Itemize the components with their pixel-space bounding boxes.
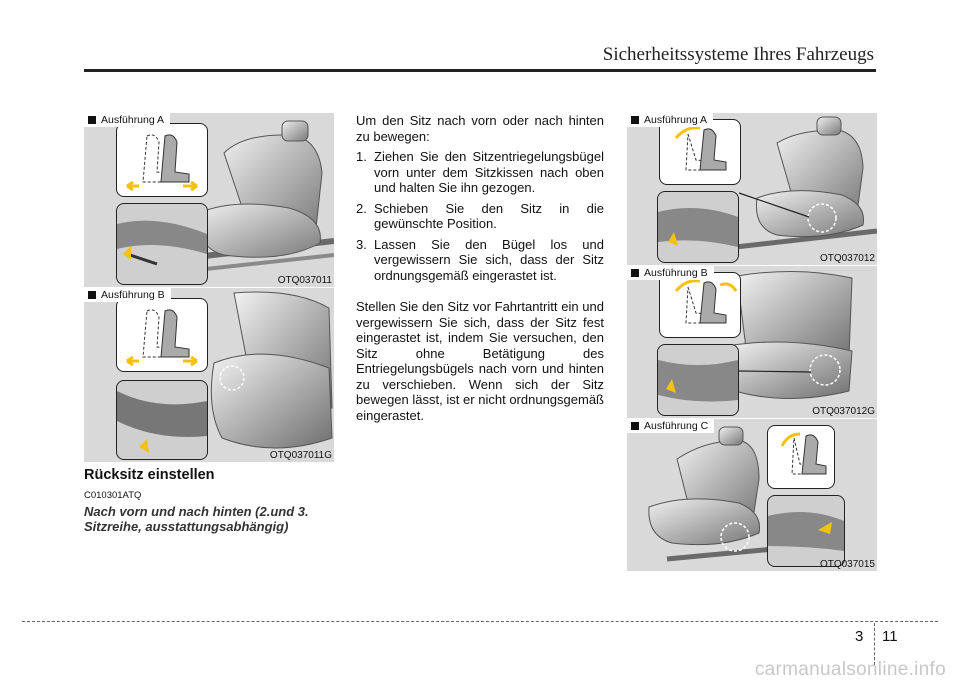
seat-diagram-icon — [674, 126, 727, 171]
figure-code: OTQ037015 — [819, 559, 875, 570]
release-lever-icon — [658, 360, 738, 402]
list-item: 1. Ziehen Sie den Sitzentriegelungsbügel … — [356, 149, 604, 196]
variant-label: Ausführung A — [627, 113, 714, 127]
figure-left-b: Ausführung B OTQ037011G — [84, 288, 334, 462]
list-item: 3. Lassen Sie den Bügel los und vergewiss… — [356, 237, 604, 284]
figure-code: OTQ037012G — [812, 406, 875, 417]
step-number: 1. — [356, 149, 367, 164]
page-separator — [874, 623, 875, 665]
section-code: C010301ATQ — [84, 490, 142, 501]
watermark: carmanualsonline.info — [754, 659, 946, 680]
figure-left-a: Ausführung A OTQ037011 — [84, 113, 334, 287]
section-title: Rücksitz einstellen — [84, 467, 215, 483]
figure-code: OTQ037011G — [269, 450, 332, 461]
seat-diagram-icon — [126, 134, 198, 192]
page-header-title: Sicherheitssysteme Ihres Fahrzeugs — [602, 44, 874, 65]
variant-label: Ausführung B — [84, 288, 171, 302]
instructions: Um den Sitz nach vorn oder nach hinten z… — [356, 113, 604, 423]
release-lever-icon — [117, 220, 207, 266]
release-lever-icon — [768, 512, 844, 551]
release-lever-icon — [117, 391, 207, 453]
figure-right-a: Ausführung A OTQ037012 — [627, 113, 877, 265]
intro-text: Um den Sitz nach vorn oder nach hinten z… — [356, 113, 604, 144]
figure-code: OTQ037011 — [277, 275, 332, 286]
seat-adjust-inset — [767, 425, 835, 489]
section-subtitle: Nach vorn und nach hinten (2.und 3. Sitz… — [84, 504, 309, 534]
step-number: 2. — [356, 200, 367, 216]
lever-detail-inset — [657, 344, 739, 416]
page-number: 11 — [882, 628, 898, 645]
step-number: 3. — [356, 236, 367, 252]
list-item: 2. Schieben Sie den Sitz in die gewünscht… — [356, 201, 604, 232]
step-text: Ziehen Sie den Sitzentriegelungsbügel vo… — [374, 149, 604, 195]
release-lever-icon — [658, 208, 738, 247]
seat-illustration — [726, 270, 853, 399]
variant-label: Ausführung C — [627, 419, 715, 433]
lever-detail-inset — [767, 495, 845, 567]
lever-detail-inset — [116, 380, 208, 460]
figure-right-b: Ausführung B OTQ037012G — [627, 266, 877, 418]
lever-detail-inset — [657, 191, 739, 263]
seat-illustration — [726, 116, 877, 251]
seat-adjust-inset — [116, 123, 208, 197]
lever-detail-inset — [116, 203, 208, 285]
seat-illustration — [210, 291, 333, 449]
seat-adjust-inset — [659, 119, 741, 185]
footer-rule — [22, 621, 938, 622]
steps-list: 1. Ziehen Sie den Sitzentriegelungsbügel … — [356, 149, 604, 283]
seat-illustration — [123, 120, 334, 280]
seat-adjust-inset — [659, 272, 741, 338]
figure-right-c: Ausführung C OTQ037015 — [627, 419, 877, 571]
seat-diagram-icon — [674, 279, 738, 324]
variant-label: Ausführung B — [627, 266, 714, 280]
check-paragraph: Stellen Sie den Sitz vor Fahrtantritt ei… — [356, 299, 604, 423]
header-rule — [84, 69, 876, 72]
step-text: Schieben Sie den Sitz in die gewünschte … — [374, 200, 604, 232]
chapter-number: 3 — [855, 628, 864, 645]
seat-illustration — [648, 426, 828, 562]
step-text: Lassen Sie den Bügel los und vergewisser… — [374, 236, 604, 283]
seat-adjust-inset — [116, 298, 208, 372]
variant-label: Ausführung A — [84, 113, 171, 127]
seat-diagram-icon — [780, 432, 827, 475]
figure-code: OTQ037012 — [819, 253, 875, 264]
seat-diagram-icon — [126, 309, 198, 367]
